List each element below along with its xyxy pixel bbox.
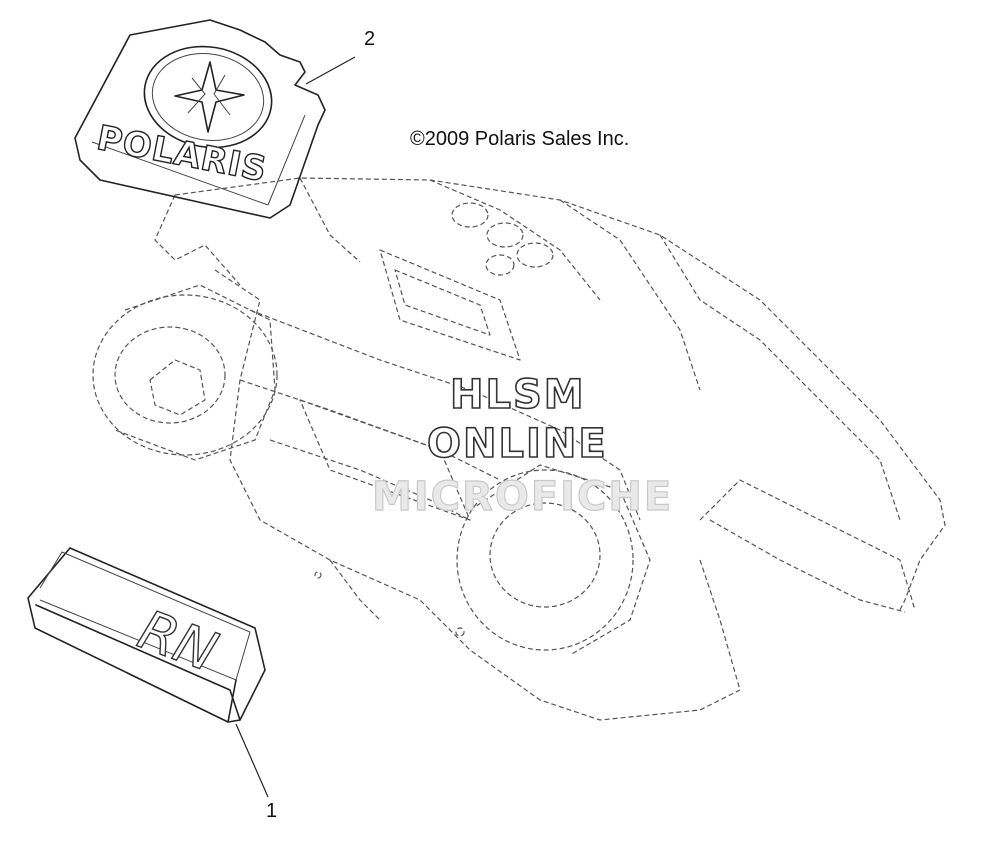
watermark-line-2: ONLINE: [426, 420, 608, 468]
headlight-pod-housing: [92, 177, 946, 721]
rn-badge-decal: RN: [27, 547, 269, 798]
copyright-notice: ©2009 Polaris Sales Inc.: [410, 128, 630, 150]
svg-text:POLARIS: POLARIS: [94, 118, 271, 190]
callout-number-2: 2: [364, 28, 376, 50]
polaris-logo-decal: POLARIS: [74, 19, 356, 219]
watermark-line-3: MICROFICHE: [371, 473, 674, 520]
watermark-line-1: HLSM: [449, 371, 586, 419]
callout-number-1: 1: [266, 800, 278, 822]
svg-text:RN: RN: [131, 598, 226, 684]
